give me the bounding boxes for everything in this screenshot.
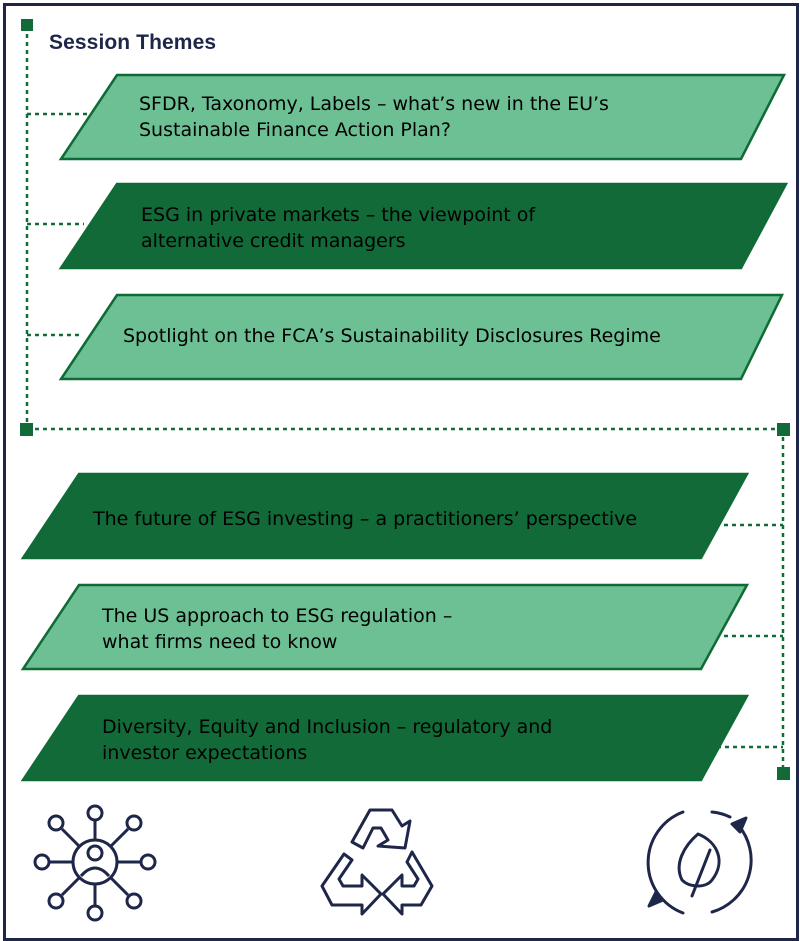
frame-border (3, 3, 799, 941)
page-title: Session Themes (49, 31, 217, 54)
theme-1-line-1: SFDR, Taxonomy, Labels – what’s new in t… (139, 93, 609, 115)
theme-label-3: Spotlight on the FCA’s Sustainability Di… (123, 323, 661, 349)
theme-card-1 (58, 73, 787, 161)
theme-card-3 (58, 293, 785, 381)
recycle-icon (320, 808, 434, 916)
connector-nodes (20, 19, 790, 780)
theme-6-line-1: Diversity, Equity and Inclusion – regula… (102, 716, 553, 738)
theme-label-6: Diversity, Equity and Inclusion – regula… (102, 714, 552, 766)
theme-5-line-1: The US approach to ESG regulation – (102, 605, 453, 627)
theme-card-5 (20, 583, 750, 671)
theme-6-line-2: investor expectations (102, 742, 308, 764)
theme-card-2 (58, 182, 789, 270)
network-person-icon (33, 804, 157, 922)
theme-4-line-1: The future of ESG investing – a practiti… (93, 508, 638, 530)
leaf-cycle-icon (646, 810, 753, 915)
theme-shapes (20, 73, 789, 782)
theme-label-4: The future of ESG investing – a practiti… (93, 506, 637, 532)
theme-2-line-1: ESG in private markets – the viewpoint o… (141, 204, 536, 226)
theme-1-line-2: Sustainable Finance Action Plan? (139, 119, 451, 141)
connector-node-mid-right (777, 423, 790, 436)
connector-node-bottom-right (777, 767, 790, 780)
connector-lines (25, 26, 785, 773)
theme-card-4 (20, 472, 750, 560)
connector-node-mid-left (20, 423, 33, 436)
theme-3-line-1: Spotlight on the FCA’s Sustainability Di… (123, 325, 661, 347)
theme-label-1: SFDR, Taxonomy, Labels – what’s new in t… (139, 91, 609, 143)
theme-5-line-2: what firms need to know (102, 631, 338, 653)
theme-2-line-2: alternative credit managers (141, 230, 406, 252)
theme-card-6 (20, 694, 750, 782)
theme-label-5: The US approach to ESG regulation – what… (102, 603, 452, 655)
connector-node-top-left (21, 19, 33, 31)
theme-label-2: ESG in private markets – the viewpoint o… (141, 202, 535, 254)
